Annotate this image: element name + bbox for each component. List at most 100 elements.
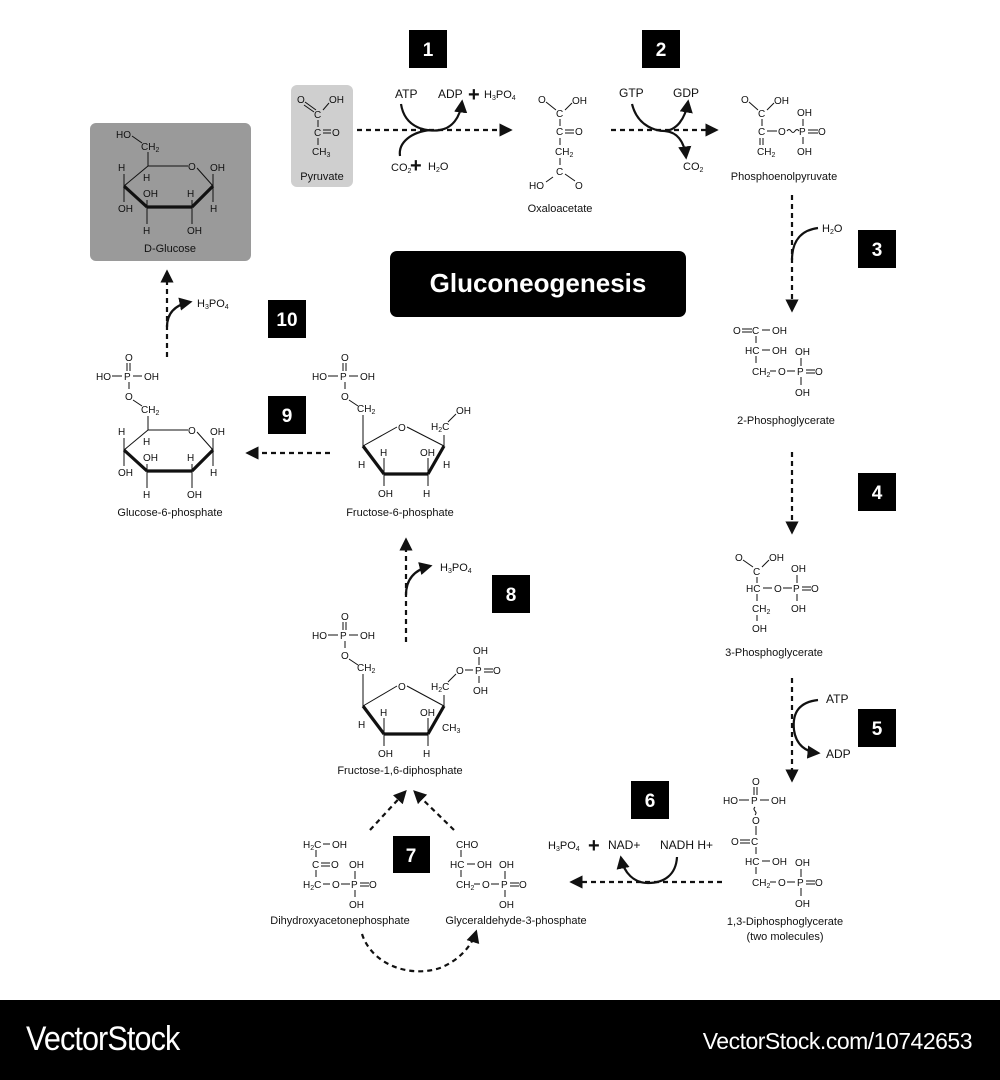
svg-text:H3PO4: H3PO4 <box>548 840 580 853</box>
glyceraldehyde-3-phosphate-molecule: CHO HC OH CH2 O P O OH OH Glyceraldehyde… <box>445 840 586 927</box>
svg-text:H: H <box>143 173 150 184</box>
svg-text:P: P <box>797 367 804 378</box>
svg-text:P: P <box>340 372 347 383</box>
svg-text:OH: OH <box>791 604 806 615</box>
svg-text:CH3: CH3 <box>312 147 330 159</box>
svg-text:OH: OH <box>473 646 488 657</box>
svg-text:O: O <box>538 95 546 106</box>
step-8-reaction: H3PO4 <box>399 537 472 642</box>
svg-text:HC: HC <box>746 584 760 595</box>
svg-text:O: O <box>332 880 340 891</box>
svg-text:O: O <box>778 878 786 889</box>
svg-text:4: 4 <box>872 483 883 504</box>
svg-text:C: C <box>758 109 765 120</box>
svg-text:CH2: CH2 <box>357 404 375 416</box>
svg-text:C: C <box>556 109 563 120</box>
svg-text:OH: OH <box>118 468 133 479</box>
d-glucose-label: D-Glucose <box>144 243 196 255</box>
svg-text:H2C: H2C <box>303 880 321 892</box>
1-3-diphosphoglycerate-label: 1,3-Diphosphoglycerate <box>727 916 843 928</box>
3-phosphoglycerate-molecule: O C OH HC O P O OH OH CH2 OH 3-Phosphogl… <box>725 553 823 659</box>
svg-text:H: H <box>118 163 125 174</box>
svg-text:OH: OH <box>378 749 393 760</box>
svg-text:HC: HC <box>745 346 759 357</box>
svg-text:+: + <box>468 84 480 106</box>
step-badge-8: 8 <box>492 575 530 613</box>
svg-text:ATP: ATP <box>826 692 848 706</box>
svg-text:GDP: GDP <box>673 86 699 100</box>
svg-text:O: O <box>331 860 339 871</box>
svg-text:9: 9 <box>282 406 293 427</box>
svg-text:O: O <box>332 128 340 139</box>
step-badge-7: 7 <box>393 836 430 873</box>
svg-text:O: O <box>341 612 349 623</box>
svg-text:O: O <box>369 880 377 891</box>
svg-text:OH: OH <box>752 624 767 635</box>
svg-text:OH: OH <box>187 490 202 501</box>
svg-text:O: O <box>815 878 823 889</box>
svg-text:C: C <box>312 860 319 871</box>
svg-text:8: 8 <box>506 585 517 606</box>
svg-text:O: O <box>482 880 490 891</box>
svg-text:GTP: GTP <box>619 86 644 100</box>
svg-text:H3PO4: H3PO4 <box>484 89 516 102</box>
svg-text:O: O <box>778 127 786 138</box>
step-1-reaction: ATP ADP + H3PO4 CO2 + H2O <box>357 84 516 177</box>
svg-text:O: O <box>341 651 349 662</box>
svg-text:O: O <box>575 127 583 138</box>
svg-text:OH: OH <box>349 900 364 911</box>
svg-text:CH2: CH2 <box>357 663 375 675</box>
svg-text:OH: OH <box>420 708 435 719</box>
svg-text:O: O <box>493 666 501 677</box>
svg-text:ADP: ADP <box>438 87 463 101</box>
step-badge-10: 10 <box>268 300 306 338</box>
svg-text:H: H <box>143 437 150 448</box>
svg-text:OH: OH <box>332 840 347 851</box>
svg-text:OH: OH <box>473 686 488 697</box>
svg-text:7: 7 <box>406 846 417 867</box>
svg-text:C: C <box>556 167 563 178</box>
oxaloacetate-molecule: O C OH C O CH2 C HO O Oxaloacetate <box>528 95 593 215</box>
svg-text:H2C: H2C <box>303 840 321 852</box>
svg-text:HO: HO <box>529 181 544 192</box>
dihydroxyacetonephosphate-label: Dihydroxyacetonephosphate <box>270 915 409 927</box>
svg-text:OH: OH <box>143 189 158 200</box>
svg-text:HO: HO <box>116 130 131 141</box>
svg-text:O: O <box>752 816 760 827</box>
svg-text:O: O <box>341 353 349 364</box>
2-phosphoglycerate-molecule: O C OH HC OH CH2 O P O OH OH 2-Phosphogl… <box>733 326 835 427</box>
svg-text:+: + <box>588 835 600 857</box>
svg-text:OH: OH <box>797 147 812 158</box>
svg-text:+: + <box>410 155 422 177</box>
phosphoenolpyruvate-molecule: O C OH C O P O OH OH CH2 Phosphoenolpyru… <box>731 95 837 183</box>
svg-text:P: P <box>351 880 358 891</box>
glucose-6-phosphate-label: Glucose-6-phosphate <box>117 507 222 519</box>
svg-text:H: H <box>143 490 150 501</box>
svg-text:CH2: CH2 <box>555 147 573 159</box>
2-phosphoglycerate-label: 2-Phosphoglycerate <box>737 415 835 427</box>
svg-text:HC: HC <box>745 857 759 868</box>
step-badge-9: 9 <box>268 396 306 434</box>
brand-logo: VectorStock <box>26 1020 180 1058</box>
glyceraldehyde-3-phosphate-label: Glyceraldehyde-3-phosphate <box>445 915 586 927</box>
svg-text:H2C: H2C <box>431 422 449 434</box>
svg-text:H3PO4: H3PO4 <box>440 562 472 575</box>
pyruvate-molecule: O C OH C O CH3 Pyruvate <box>291 85 353 187</box>
svg-text:H: H <box>187 189 194 200</box>
svg-text:O: O <box>398 682 406 693</box>
oxaloacetate-label: Oxaloacetate <box>528 203 593 215</box>
svg-text:O: O <box>456 666 464 677</box>
svg-text:C: C <box>751 837 758 848</box>
svg-text:O: O <box>811 584 819 595</box>
svg-text:O: O <box>398 423 406 434</box>
svg-text:OH: OH <box>499 860 514 871</box>
svg-text:O: O <box>733 326 741 337</box>
svg-text:H: H <box>187 453 194 464</box>
3-phosphoglycerate-label: 3-Phosphoglycerate <box>725 647 823 659</box>
svg-text:2: 2 <box>656 40 667 61</box>
svg-text:OH: OH <box>144 372 159 383</box>
svg-text:C: C <box>314 110 321 121</box>
svg-text:ADP: ADP <box>826 747 851 761</box>
step-badge-1: 1 <box>409 30 447 68</box>
svg-text:O: O <box>125 392 133 403</box>
